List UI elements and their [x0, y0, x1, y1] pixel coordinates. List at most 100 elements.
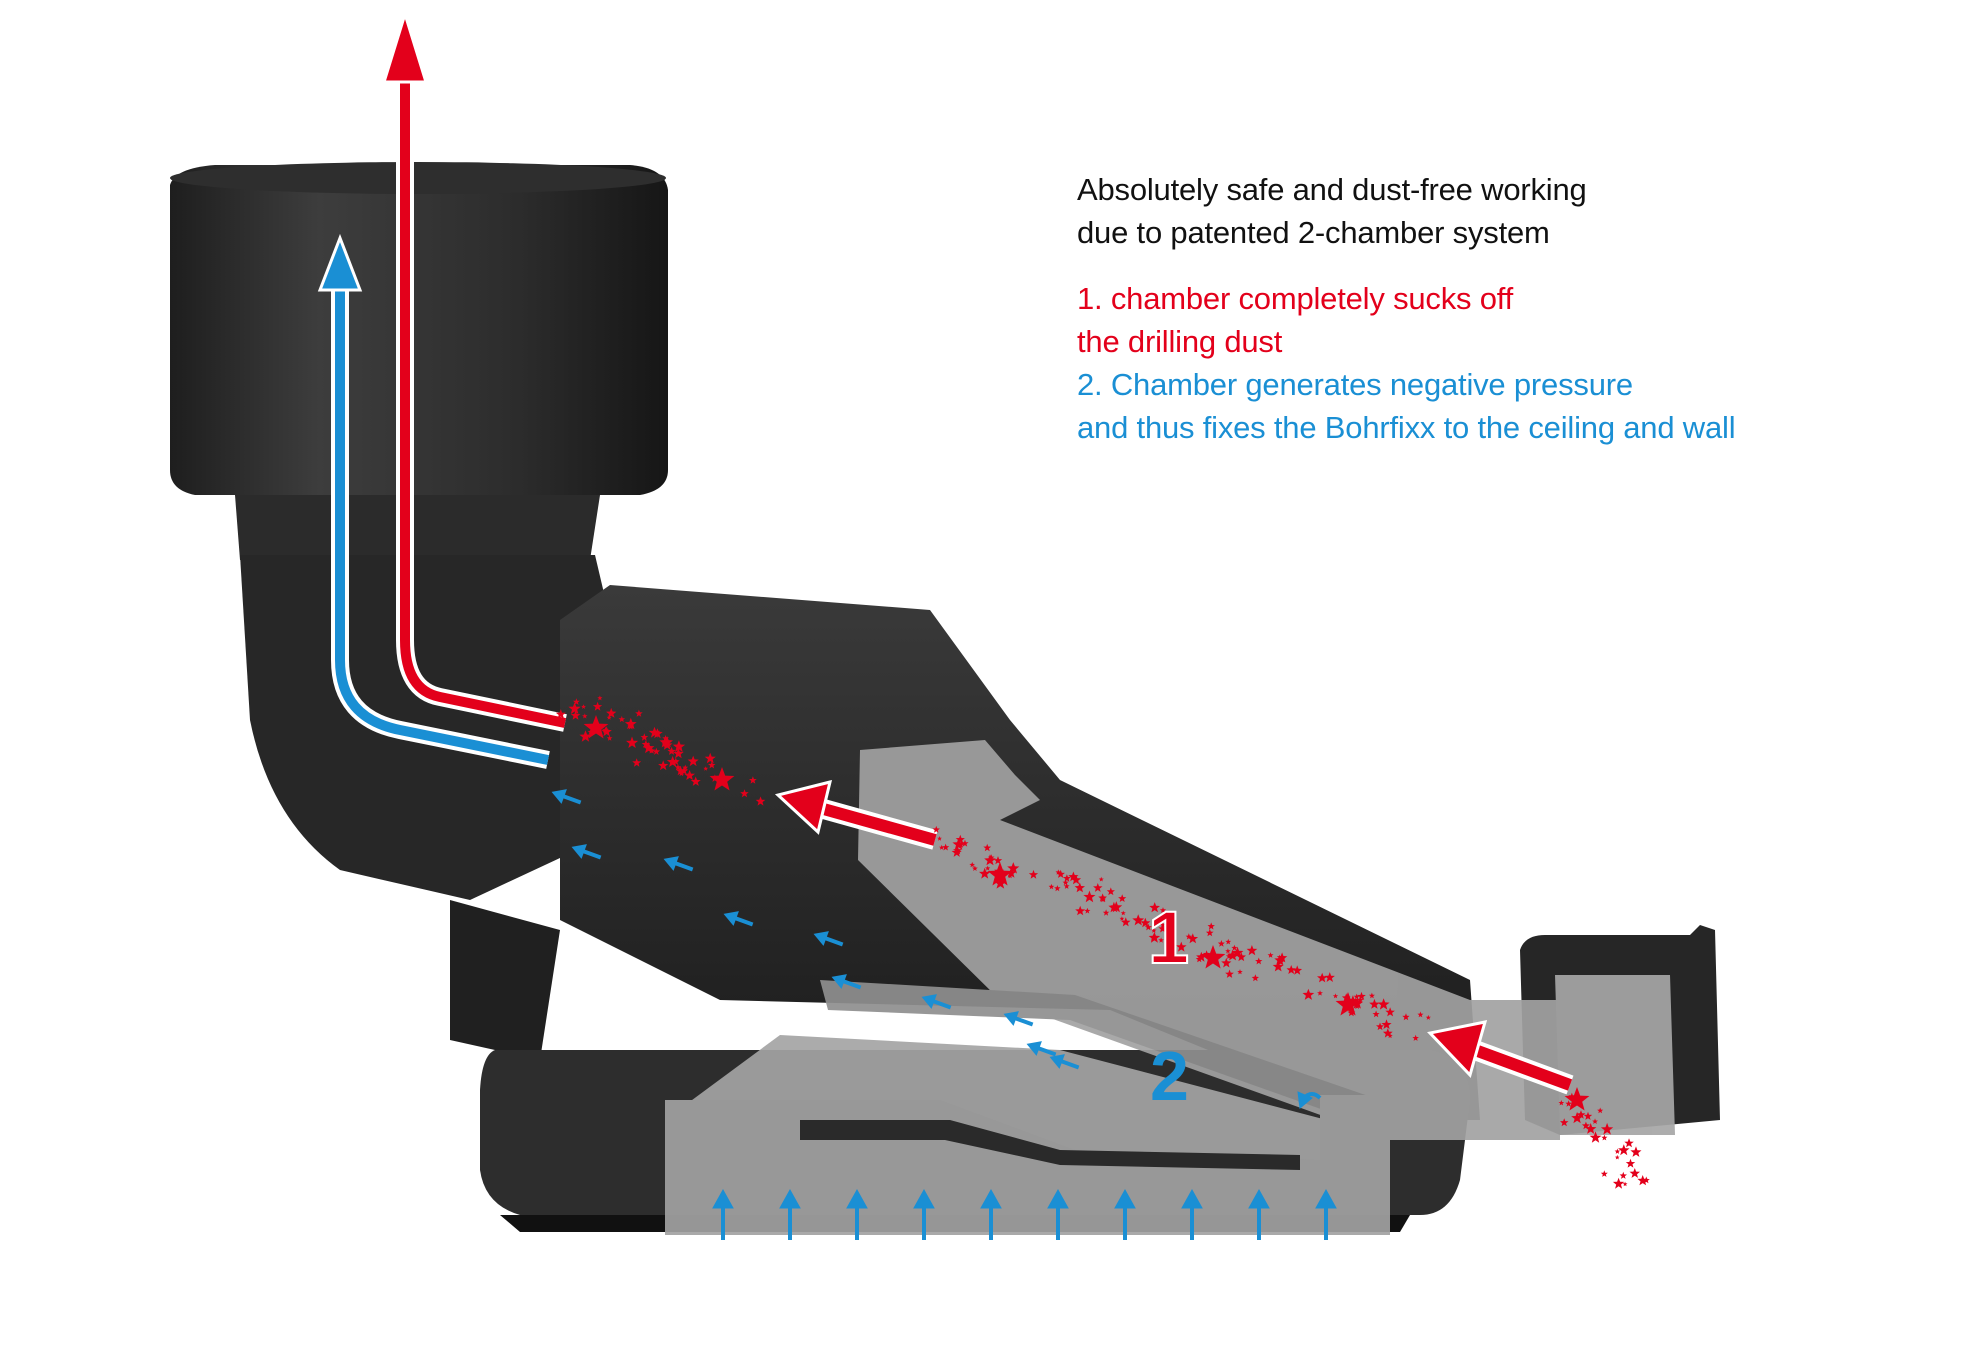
dust-star	[1576, 1110, 1586, 1119]
dust-star	[1332, 993, 1339, 999]
dust-star	[1200, 945, 1226, 969]
up-arrow	[913, 1188, 935, 1240]
dust-star	[1387, 1033, 1393, 1039]
dust-star	[1106, 887, 1115, 896]
dust-star	[592, 701, 603, 711]
dust-star	[984, 854, 996, 866]
dust-star	[582, 713, 588, 719]
dust-star	[1205, 928, 1214, 937]
dust-star	[1075, 905, 1086, 916]
dust-star	[661, 736, 673, 748]
up-arrow	[980, 1188, 1002, 1240]
dust-star	[1207, 922, 1215, 930]
dust-star	[684, 769, 695, 780]
dust-star	[1084, 907, 1091, 914]
dust-star	[708, 761, 716, 769]
dust-star	[1622, 1181, 1628, 1187]
dust-star	[1317, 972, 1328, 983]
chamber-1-line-2: the drilling dust	[1077, 324, 1283, 359]
dust-star	[678, 770, 685, 777]
dust-star	[1187, 933, 1199, 944]
chamber-1-section	[858, 740, 1560, 1140]
dust-star	[1074, 882, 1085, 893]
dust-star	[1063, 883, 1070, 889]
dust-star	[1382, 1028, 1393, 1038]
dust-star	[1619, 1171, 1627, 1179]
dust-star	[1571, 1111, 1583, 1124]
up-arrow	[1248, 1188, 1270, 1240]
dust-star	[1140, 917, 1151, 928]
dust-star	[1176, 941, 1187, 952]
collar	[450, 900, 560, 1060]
dust-star	[583, 715, 609, 739]
dust-star	[1028, 869, 1039, 879]
dust-star	[1356, 996, 1364, 1003]
dust-star	[1063, 874, 1071, 882]
dust-star	[1412, 1034, 1419, 1041]
dust-star	[1056, 869, 1065, 878]
dust-star	[642, 742, 655, 754]
dust-star	[673, 748, 684, 759]
dust-star	[606, 707, 617, 718]
dust-star	[1159, 921, 1166, 928]
dust-star	[682, 764, 689, 771]
dust-star	[687, 755, 699, 767]
dust-star	[1324, 972, 1335, 982]
dust-star	[635, 709, 643, 717]
dust-star	[1612, 1177, 1625, 1189]
dust-star	[1614, 1154, 1620, 1160]
dust-star	[1226, 949, 1239, 961]
dust-star	[1100, 896, 1106, 903]
dust-star	[1354, 1003, 1361, 1009]
dust-star	[988, 854, 995, 861]
heading-line-2: due to patented 2-chamber system	[1077, 215, 1550, 250]
dust-star	[1048, 883, 1055, 890]
dust-star	[1251, 974, 1259, 982]
dust-star	[1600, 1122, 1614, 1135]
dust-star	[1625, 1158, 1636, 1168]
dust-star	[704, 752, 716, 764]
dust-star	[1231, 944, 1238, 951]
dust-star	[1098, 876, 1104, 882]
dust-star	[674, 764, 682, 771]
up-arrow	[1181, 1188, 1203, 1240]
dust-star	[1601, 1134, 1608, 1141]
dust-star	[1246, 945, 1258, 956]
dust-star	[1286, 965, 1296, 974]
dust-star	[1007, 862, 1020, 874]
dust-star	[1159, 907, 1167, 913]
dust-star	[648, 747, 656, 754]
dust-star	[1597, 1107, 1604, 1114]
dust-star	[1376, 1022, 1384, 1031]
dust-star	[1237, 969, 1243, 975]
top-cup	[170, 165, 668, 495]
up-arrow	[1047, 1188, 1069, 1240]
dust-star	[740, 789, 749, 798]
up-arrow	[1315, 1188, 1337, 1240]
dust-star	[579, 730, 592, 742]
dust-star	[951, 847, 962, 857]
chamber-2-section	[820, 980, 1380, 1130]
dust-star	[1062, 879, 1069, 886]
base-suction-arrows	[712, 1188, 1337, 1240]
chamber-1-line-1: 1. chamber completely sucks off	[1077, 281, 1514, 316]
dust-star	[1565, 1100, 1572, 1107]
dust-star	[1120, 917, 1131, 927]
dust-star	[932, 825, 940, 833]
dust-star	[1054, 885, 1061, 892]
dust-star	[606, 735, 613, 741]
dust-star	[1221, 957, 1232, 968]
red-chamber-arrow-lower	[1427, 1020, 1574, 1095]
dust-star	[602, 726, 609, 734]
blue-flow-arrow	[317, 233, 550, 769]
dust-star	[1225, 938, 1232, 945]
dust-star	[1592, 1118, 1598, 1124]
dust-star	[1624, 1138, 1634, 1148]
red-chamber-arrow-upper	[774, 779, 938, 850]
up-arrow	[846, 1188, 868, 1240]
dust-star	[627, 723, 634, 730]
dust-star	[1560, 1118, 1569, 1127]
dust-star	[658, 760, 669, 771]
